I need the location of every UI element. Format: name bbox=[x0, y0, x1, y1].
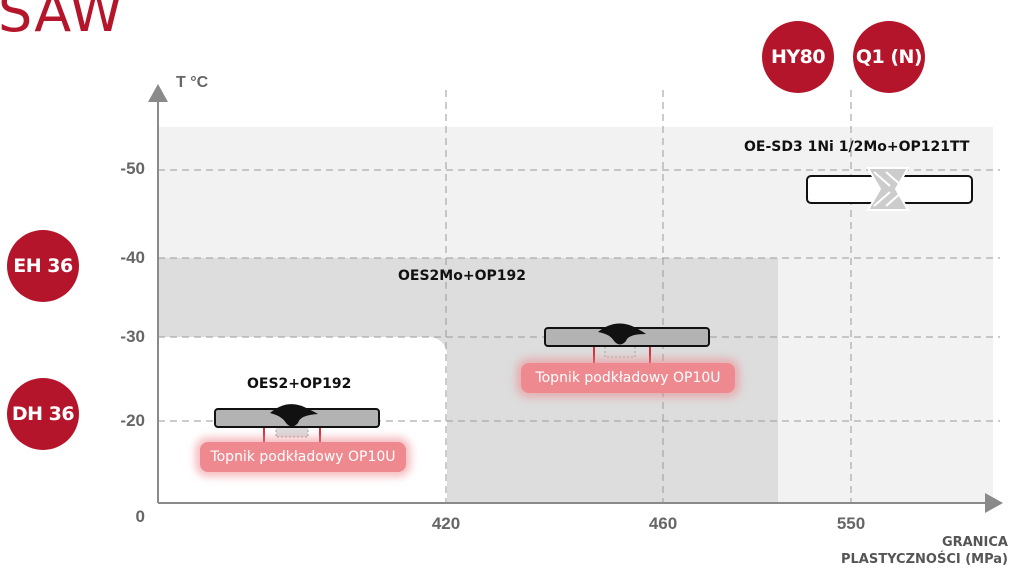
y-axis-title: T °C bbox=[176, 74, 209, 91]
product-label-oes2mo: OES2Mo+OP192 bbox=[398, 268, 526, 284]
axes bbox=[148, 84, 1003, 513]
x-tick-label: 460 bbox=[648, 514, 678, 533]
weld-joint-oe-sd3 bbox=[806, 167, 973, 211]
dh36-badge: DH 36 bbox=[7, 378, 79, 450]
x-axis-arrow bbox=[985, 493, 1003, 513]
eh36-badge: EH 36 bbox=[7, 230, 79, 302]
axis-origin-label: 0 bbox=[135, 507, 145, 526]
weld-joint-oes2 bbox=[214, 404, 380, 445]
hy80-badge: HY80 bbox=[762, 21, 834, 93]
x-axis-title-line1: GRANICA bbox=[941, 535, 1008, 550]
x-tick-label: 420 bbox=[431, 514, 461, 533]
y-axis-arrow bbox=[148, 84, 168, 102]
x-axis-title: GRANICA PLASTYCZNOŚCI (MPa) bbox=[841, 534, 1008, 568]
q1n-badge: Q1 (N) bbox=[853, 21, 925, 93]
weld-joint-oes2mo bbox=[544, 323, 710, 365]
flux-label-oes2mo: Topnik podkładowy OP10U bbox=[521, 363, 735, 393]
product-label-oe-sd3: OE-SD3 1Ni 1/2Mo+OP121TT bbox=[744, 139, 970, 155]
page-title: SAW bbox=[0, 0, 124, 44]
flux-label-oes2: Topnik podkładowy OP10U bbox=[200, 442, 406, 472]
x-axis-title-line2: PLASTYCZNOŚCI (MPa) bbox=[841, 552, 1008, 567]
y-tick-label: -40 bbox=[120, 248, 145, 267]
product-label-oes2: OES2+OP192 bbox=[247, 376, 352, 392]
x-tick-label: 550 bbox=[836, 514, 866, 533]
y-tick-label: -50 bbox=[120, 159, 145, 178]
y-tick-label: -20 bbox=[120, 411, 145, 430]
y-tick-label: -30 bbox=[120, 327, 145, 346]
